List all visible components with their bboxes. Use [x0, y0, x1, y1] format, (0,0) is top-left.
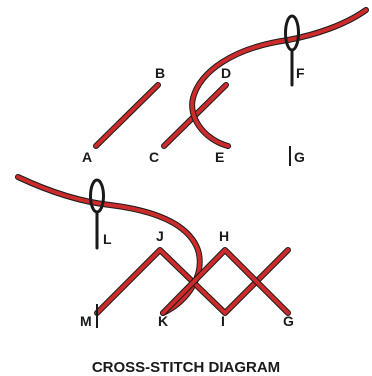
- diagram-caption: CROSS-STITCH DIAGRAM: [92, 359, 280, 376]
- stitch-a-b: [93, 82, 161, 149]
- zigzag-cross: [160, 247, 291, 316]
- top-row: A B C D E F G: [82, 7, 369, 166]
- label-c: C: [149, 149, 159, 165]
- label-j: J: [156, 228, 164, 244]
- label-a: A: [82, 149, 92, 165]
- label-f: F: [296, 65, 305, 81]
- label-h: H: [219, 228, 229, 244]
- bottom-row: L J H M K I G: [15, 174, 294, 329]
- label-l: L: [103, 231, 112, 247]
- label-g-bottom: G: [283, 313, 294, 329]
- label-b: B: [155, 65, 165, 81]
- label-g-top: G: [294, 149, 305, 165]
- label-d: D: [221, 65, 231, 81]
- label-m: M: [80, 313, 92, 329]
- thread-top: [189, 7, 369, 149]
- needle-icon: [89, 178, 105, 250]
- label-e: E: [215, 149, 224, 165]
- label-k: K: [158, 313, 168, 329]
- needle-icon: [284, 14, 300, 87]
- label-i: I: [221, 313, 225, 329]
